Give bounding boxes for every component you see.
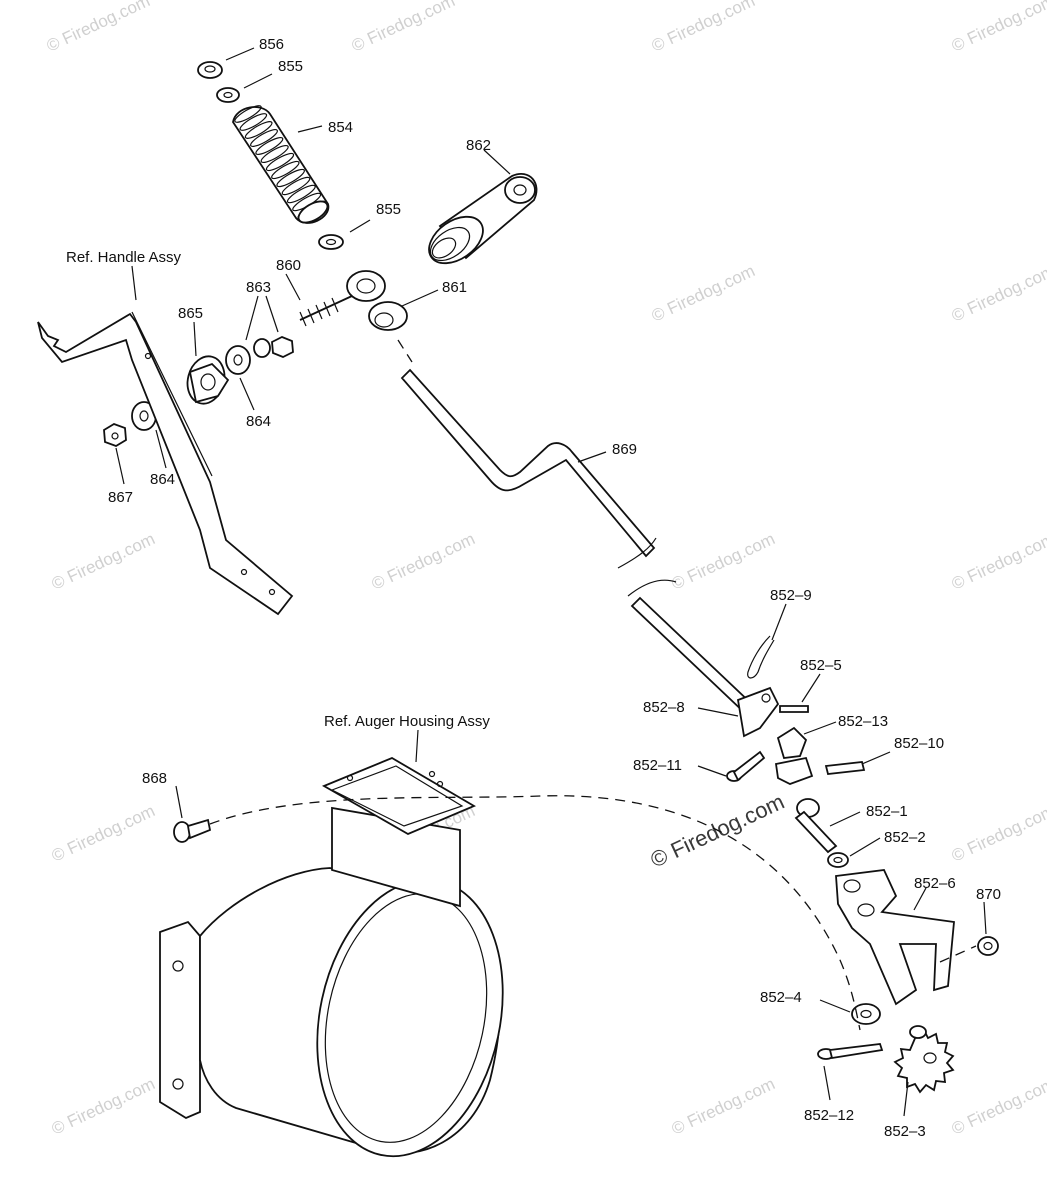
part-852-2-washer [827, 852, 849, 868]
label-868: 868 [142, 770, 167, 787]
watermark-2: © Firedog.com [349, 0, 458, 56]
watermark-17: © Firedog.com [949, 1074, 1047, 1138]
grip-rib [276, 168, 305, 188]
part-852-11-bolt [726, 750, 766, 782]
label-852-11: 852–11 [633, 757, 682, 774]
grip-rib [234, 105, 262, 123]
label-863: 863 [246, 279, 271, 296]
part-852-3-gear [893, 1025, 955, 1094]
label-852-4: 852–4 [760, 989, 802, 1006]
watermark-9: © Firedog.com [669, 529, 778, 593]
part-852-4-washer [851, 1003, 881, 1025]
grip-rib [255, 136, 284, 156]
part-852-6-bracket [835, 869, 955, 1006]
watermark-16: © Firedog.com [669, 1074, 778, 1138]
watermark-1: © Firedog.com [44, 0, 153, 56]
grip-rib [260, 144, 289, 164]
label-ref-auger-housing-assy: Ref. Auger Housing Assy [324, 713, 490, 730]
label-852-8: 852–8 [643, 699, 685, 716]
part-864-washer-upper [225, 345, 251, 375]
grip-rib [250, 129, 278, 147]
part-862-crank-head [428, 173, 538, 265]
label-864-lower: 864 [150, 471, 175, 488]
label-865: 865 [178, 305, 203, 322]
watermark-8: © Firedog.com [369, 529, 478, 593]
label-856: 856 [259, 36, 284, 53]
label-ref-handle-assy: Ref. Handle Assy [66, 249, 182, 266]
label-854: 854 [328, 119, 353, 136]
label-852-3: 852–3 [884, 1123, 926, 1140]
part-852-10-pin [824, 761, 866, 775]
grip-rib [239, 113, 268, 131]
watermark-4: © Firedog.com [949, 0, 1047, 56]
part-854-grip [232, 105, 330, 224]
part-855-washer-lower [318, 234, 344, 250]
ref-auger-housing [159, 756, 504, 1158]
part-865-pivot-bearing [186, 355, 230, 405]
watermark-3: © Firedog.com [649, 0, 758, 56]
grip-rib [265, 152, 295, 172]
part-852-12-pin [817, 1043, 884, 1060]
part-852-1-shaft [794, 798, 838, 854]
label-852-9: 852–9 [770, 587, 812, 604]
watermark-7: © Firedog.com [49, 529, 158, 593]
label-860: 860 [276, 257, 301, 274]
leader-lines [115, 47, 987, 1117]
ref-handle-bracket [37, 311, 294, 616]
grip-rib [244, 121, 273, 139]
label-864-upper: 864 [246, 413, 271, 430]
label-852-1: 852–1 [866, 803, 908, 820]
part-856-nut [197, 61, 223, 79]
watermark-14: © Firedog.com [49, 1074, 158, 1138]
part-852-5-pin [779, 705, 809, 713]
label-870: 870 [976, 886, 1001, 903]
assembly-path-dashed [209, 795, 861, 1031]
part-868-bolt [173, 818, 212, 843]
label-852-10: 852–10 [894, 735, 944, 752]
label-852-6: 852–6 [914, 875, 956, 892]
label-852-12: 852–12 [804, 1107, 854, 1124]
assembly-path-dashed-2 [397, 339, 413, 363]
part-852-9-cotter-pin [747, 635, 775, 679]
watermark-10: © Firedog.com [949, 529, 1047, 593]
grip-rib [271, 160, 300, 180]
part-855-washer-top [216, 87, 240, 103]
watermark-5: © Firedog.com [649, 261, 758, 325]
label-852-5: 852–5 [800, 657, 842, 674]
label-861: 861 [442, 279, 467, 296]
label-855-lower: 855 [376, 201, 401, 218]
label-852-13: 852–13 [838, 713, 888, 730]
watermark-6: © Firedog.com [949, 261, 1047, 325]
part-860-eyebolt [299, 270, 386, 327]
assembly-path-dashed-3 [939, 945, 977, 963]
label-869: 869 [612, 441, 637, 458]
part-867-nut [103, 423, 127, 447]
part-861-bushing [368, 301, 408, 331]
watermark-13: © Firedog.com [949, 801, 1047, 865]
part-863-nuts [253, 336, 294, 358]
label-867: 867 [108, 489, 133, 506]
part-labels: 856 855 854 862 855 860 861 863 865 864 … [66, 36, 1001, 1140]
grip-rib [281, 176, 311, 196]
label-855-top: 855 [278, 58, 303, 75]
label-862: 862 [466, 137, 491, 154]
watermark-11: © Firedog.com [49, 801, 158, 865]
part-852-8-clevis [736, 686, 780, 738]
part-870-nut [977, 936, 999, 956]
label-852-2: 852–2 [884, 829, 926, 846]
grip-rib [286, 184, 316, 204]
part-852-13-yoke [774, 726, 814, 785]
